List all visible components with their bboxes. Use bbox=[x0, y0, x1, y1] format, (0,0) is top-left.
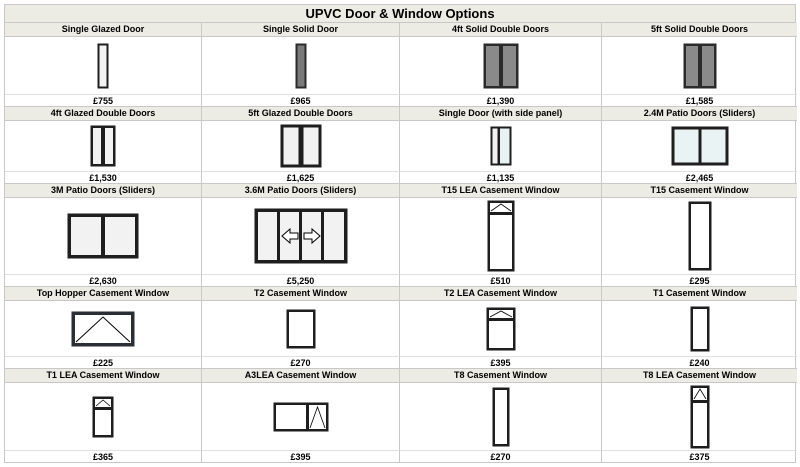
product-price: £2,465 bbox=[602, 172, 797, 184]
product-price: £1,585 bbox=[602, 95, 797, 107]
product-name: 3M Patio Doors (Sliders) bbox=[5, 184, 202, 198]
product-name: 5ft Solid Double Doors bbox=[602, 23, 797, 37]
product-price: £270 bbox=[202, 357, 400, 369]
options-sheet: UPVC Door & Window Options Single Glazed… bbox=[4, 4, 797, 463]
product-price: £395 bbox=[202, 451, 400, 463]
product-name: Single Solid Door bbox=[202, 23, 400, 37]
product-image bbox=[400, 301, 602, 357]
product-image bbox=[602, 198, 797, 275]
product-image bbox=[400, 383, 602, 451]
product-image bbox=[602, 121, 797, 172]
product-price: £1,390 bbox=[400, 95, 602, 107]
product-name: 2.4M Patio Doors (Sliders) bbox=[602, 107, 797, 121]
product-image bbox=[202, 301, 400, 357]
tall-casement-window-top-vent-icon bbox=[487, 200, 514, 272]
product-price: £5,250 bbox=[202, 275, 400, 287]
product-image bbox=[602, 37, 797, 95]
narrow-casement-window-icon bbox=[690, 306, 709, 351]
product-name: Single Glazed Door bbox=[5, 23, 202, 37]
product-image bbox=[5, 37, 202, 95]
glazed-double-doors-icon bbox=[280, 124, 321, 168]
product-name: T2 LEA Casement Window bbox=[400, 287, 602, 301]
product-image bbox=[202, 383, 400, 451]
product-price: £395 bbox=[400, 357, 602, 369]
product-price: £755 bbox=[5, 95, 202, 107]
product-image bbox=[5, 383, 202, 451]
narrow-casement-window-icon bbox=[492, 387, 509, 446]
product-price: £1,625 bbox=[202, 172, 400, 184]
single-glazed-door-icon bbox=[97, 43, 109, 88]
product-price: £295 bbox=[602, 275, 797, 287]
product-name: 4ft Solid Double Doors bbox=[400, 23, 602, 37]
product-name: T8 Casement Window bbox=[400, 369, 602, 383]
product-name: T8 LEA Casement Window bbox=[602, 369, 797, 383]
product-price: £375 bbox=[689, 452, 710, 462]
product-image bbox=[5, 301, 202, 357]
product-image bbox=[400, 121, 602, 172]
product-price: £240 bbox=[602, 357, 797, 369]
sliding-patio-doors-arrows-icon bbox=[254, 208, 347, 264]
patio-doors-icon bbox=[671, 126, 728, 166]
product-price: £365 bbox=[5, 451, 202, 463]
single-solid-door-icon bbox=[295, 43, 306, 88]
product-price: £1,135 bbox=[400, 172, 602, 184]
small-casement-window-top-vent-icon bbox=[92, 396, 114, 437]
product-price: £1,530 bbox=[5, 172, 202, 184]
wide-casement-window-side-vent-icon bbox=[273, 402, 328, 431]
product-name: Top Hopper Casement Window bbox=[5, 287, 202, 301]
product-image bbox=[5, 198, 202, 275]
door-with-side-panel-icon bbox=[490, 126, 511, 166]
product-image bbox=[602, 383, 797, 451]
product-name: A3LEA Casement Window bbox=[202, 369, 400, 383]
product-image bbox=[400, 37, 602, 95]
product-name: Single Door (with side panel) bbox=[400, 107, 602, 121]
solid-double-doors-icon bbox=[683, 43, 716, 88]
glazed-double-doors-icon bbox=[90, 125, 116, 167]
product-image bbox=[202, 121, 400, 172]
product-name: T1 Casement Window bbox=[602, 287, 797, 301]
product-image bbox=[400, 198, 602, 275]
solid-double-doors-icon bbox=[483, 43, 518, 88]
product-price: £225 bbox=[5, 357, 202, 369]
sheet-title: UPVC Door & Window Options bbox=[5, 5, 795, 23]
product-name: 4ft Glazed Double Doors bbox=[5, 107, 202, 121]
casement-window-top-vent-icon bbox=[486, 307, 515, 350]
product-image bbox=[602, 301, 797, 357]
product-price: £965 bbox=[202, 95, 400, 107]
product-image bbox=[5, 121, 202, 172]
product-image bbox=[202, 37, 400, 95]
product-name: 3.6M Patio Doors (Sliders) bbox=[202, 184, 400, 198]
top-hopper-window-icon bbox=[71, 311, 135, 346]
product-name: T15 LEA Casement Window bbox=[400, 184, 602, 198]
patio-doors-icon bbox=[67, 213, 139, 259]
product-price: £510 bbox=[400, 275, 602, 287]
product-name: T15 Casement Window bbox=[602, 184, 797, 198]
tall-casement-window-icon bbox=[688, 201, 711, 271]
product-image bbox=[202, 198, 400, 275]
product-name: T2 Casement Window bbox=[202, 287, 400, 301]
product-price: £2,630 bbox=[5, 275, 202, 287]
product-name: 5ft Glazed Double Doors bbox=[202, 107, 400, 121]
casement-window-icon bbox=[286, 309, 315, 348]
narrow-casement-window-top-vent-icon bbox=[690, 385, 709, 448]
product-price: £270 bbox=[400, 451, 602, 463]
product-name: T1 LEA Casement Window bbox=[5, 369, 202, 383]
